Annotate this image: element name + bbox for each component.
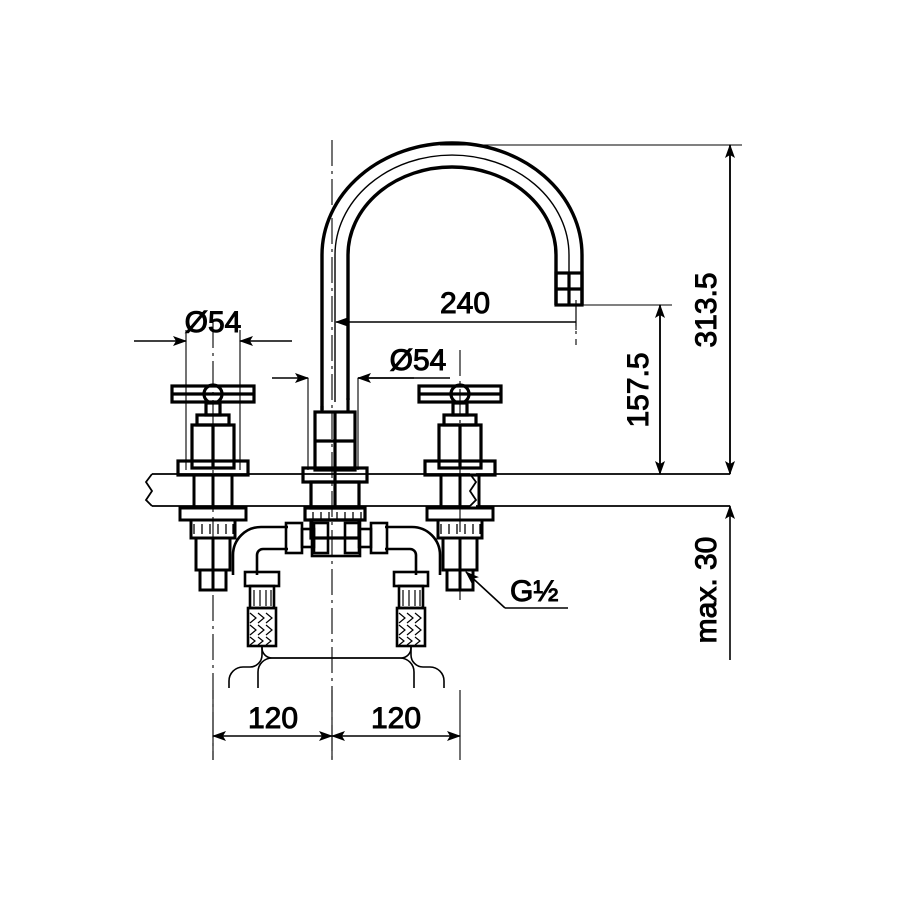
hose-left-tube [228, 646, 415, 688]
spout-arc-inner-line [334, 154, 570, 402]
valve-left-thread [193, 524, 234, 534]
hose-left-thread [249, 590, 273, 646]
dim-label-spout-reach: 240 [440, 287, 490, 320]
dim-spacing-extension [212, 690, 461, 760]
dim-label-spacing-right: 120 [371, 702, 421, 735]
valve-right-thread [440, 524, 481, 534]
centreline-group [212, 140, 577, 760]
hose-right-tube [257, 646, 445, 688]
dim-label-handle-diameter: Ø54 [185, 306, 242, 339]
spout-arc [320, 141, 584, 410]
valve-body-left [178, 473, 248, 592]
dim-label-deck-thickness: max. 30 [690, 537, 723, 644]
deck [144, 473, 730, 507]
dim-spout-diameter-extension [307, 378, 359, 470]
dim-label-spout-diameter: Ø54 [390, 344, 447, 377]
valve-body-right [425, 473, 495, 592]
callout-label-supply-thread: G½ [510, 575, 558, 608]
handle-left [170, 383, 256, 477]
callout-leader-supply-thread [465, 571, 568, 609]
under-deck-manifold [231, 518, 442, 575]
spout-shank-thread [312, 512, 362, 520]
dim-label-overall-height: 313.5 [690, 272, 723, 347]
dim-label-outlet-height: 157.5 [622, 352, 655, 427]
dim-handle-diameter-extension [185, 330, 241, 470]
spout-aerator [554, 271, 584, 307]
hose-right-thread [398, 590, 422, 646]
dim-label-spacing-left: 120 [248, 702, 298, 735]
spout-riser [313, 398, 357, 472]
